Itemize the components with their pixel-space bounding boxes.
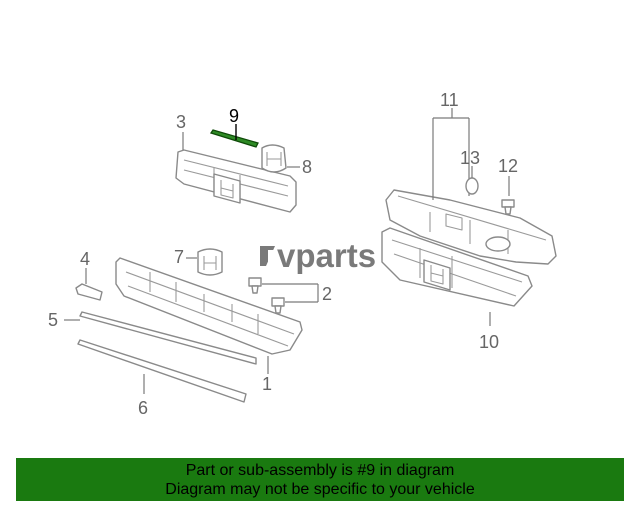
part-1-lower-grille[interactable] xyxy=(115,257,303,355)
part-4-bracket[interactable] xyxy=(75,283,103,301)
part-10-lower-grille[interactable] xyxy=(381,227,533,307)
label-13: 13 xyxy=(460,148,480,168)
info-banner: Part or sub-assembly is #9 in diagram Di… xyxy=(16,458,624,501)
label-9: 9 xyxy=(229,106,239,126)
leader-2 xyxy=(262,283,319,303)
part-7-emblem[interactable] xyxy=(197,248,223,276)
label-7: 7 xyxy=(174,247,184,267)
label-6: 6 xyxy=(138,398,148,418)
part-5-molding[interactable] xyxy=(79,311,257,365)
part-8-emblem[interactable] xyxy=(261,144,287,173)
part-11-grille-base[interactable] xyxy=(385,189,557,265)
logo-text: vparts xyxy=(277,237,376,274)
part-2-bolts[interactable] xyxy=(248,277,285,314)
banner-line-2: Diagram may not be specific to your vehi… xyxy=(165,481,475,498)
label-5: 5 xyxy=(48,310,58,330)
label-10: 10 xyxy=(479,332,499,352)
part-9-molding[interactable] xyxy=(209,129,259,148)
label-2: 2 xyxy=(322,284,332,304)
label-1: 1 xyxy=(262,374,272,394)
label-11: 11 xyxy=(440,90,459,110)
part-3-upper-grille[interactable] xyxy=(175,149,297,213)
part-12-bolt[interactable] xyxy=(501,199,515,215)
part-13-clip[interactable] xyxy=(465,177,479,195)
part-6-molding[interactable] xyxy=(77,339,247,403)
vparts-logo: vparts xyxy=(260,237,376,274)
label-8: 8 xyxy=(302,157,312,177)
label-3: 3 xyxy=(176,112,186,132)
banner-line-1: Part or sub-assembly is #9 in diagram xyxy=(185,462,455,479)
label-4: 4 xyxy=(80,249,90,269)
label-12: 12 xyxy=(498,156,518,176)
